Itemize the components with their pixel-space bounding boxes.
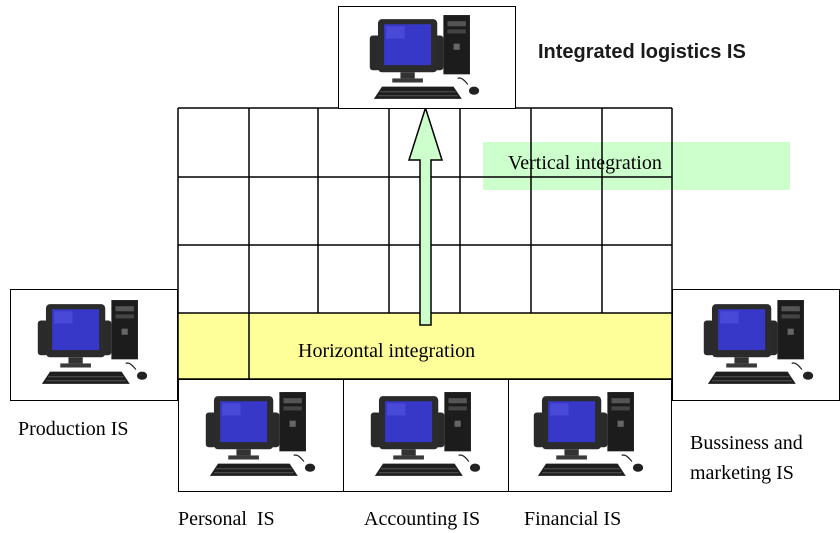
accounting-is-box	[343, 379, 509, 492]
vertical-integration-band	[483, 142, 790, 190]
business-marketing-is-label-line1: Bussiness and	[690, 432, 803, 454]
accounting-is-label: Accounting IS	[364, 508, 481, 530]
computer-icon	[359, 13, 493, 105]
financial-is-label: Financial IS	[524, 508, 622, 530]
personal-is-label: Personal IS	[178, 508, 275, 530]
business-marketing-is-box	[672, 289, 840, 401]
integrated-logistics-label: Integrated logistics IS	[538, 41, 746, 63]
integrated-logistics-box	[338, 6, 516, 109]
production-is-box	[10, 289, 178, 401]
computer-icon	[195, 390, 329, 482]
computer-icon	[27, 298, 161, 390]
computer-icon	[693, 298, 827, 390]
horizontal-integration-label: Horizontal integration	[298, 340, 476, 362]
production-is-label: Production IS	[18, 418, 129, 440]
vertical-arrow	[407, 105, 444, 326]
personal-is-box	[178, 379, 344, 492]
computer-icon	[360, 390, 494, 482]
computer-icon	[523, 390, 657, 482]
financial-is-box	[508, 379, 672, 492]
vertical-integration-label: Vertical integration	[508, 152, 662, 174]
business-marketing-is-label-line2: marketing IS	[690, 462, 794, 484]
